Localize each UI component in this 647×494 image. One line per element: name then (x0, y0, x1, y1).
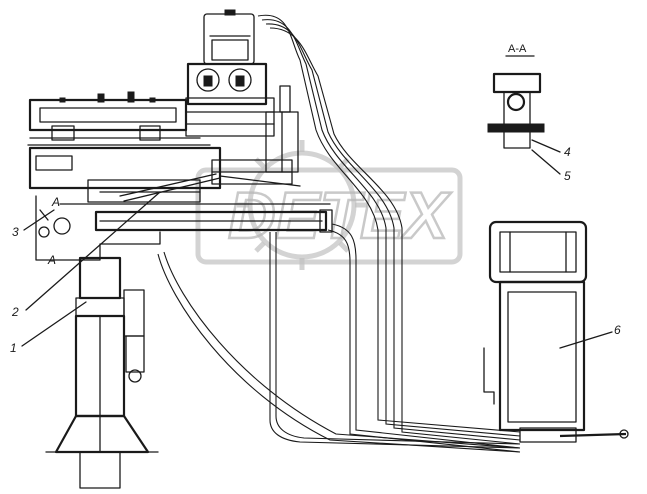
motor-terminal-right (228, 68, 252, 92)
main-beam (28, 146, 333, 261)
top-base-inner (39, 107, 177, 123)
front-bracket (35, 195, 161, 261)
unit-tank-top (488, 220, 588, 284)
motor-terminal-left (196, 68, 220, 92)
section-top-block (492, 72, 542, 94)
gearbox-housing (185, 97, 275, 137)
callout-3: 3 (12, 225, 19, 239)
section-aa-detail: A-A (487, 43, 561, 175)
watermark: DETEX (195, 140, 463, 270)
leader-2 (25, 191, 161, 311)
callout-6: 6 (614, 323, 621, 337)
leader-1 (21, 301, 87, 347)
leader-3 (23, 209, 55, 231)
hydraulic-cylinder (94, 210, 328, 232)
support-base (54, 414, 150, 454)
view-mark-lower: A (47, 253, 56, 267)
watermark-frame (195, 167, 463, 265)
unit-body (498, 280, 586, 432)
leader-6 (559, 331, 613, 349)
section-bore (506, 92, 526, 112)
unit-lever (483, 347, 495, 405)
section-bolt (487, 123, 545, 133)
view-mark-upper: A (51, 195, 60, 209)
hydraulic-unit (483, 220, 629, 443)
callout-5: 5 (564, 169, 571, 183)
callout-4: 4 (564, 145, 571, 159)
callout-2: 2 (11, 305, 19, 319)
support-head (78, 256, 122, 300)
bolt-heads (59, 91, 156, 103)
callouts: 3 2 1 4 5 6 (10, 145, 621, 355)
vertical-support (45, 256, 159, 489)
support-foot (79, 451, 121, 489)
hydraulic-hoses (157, 14, 521, 453)
beam-body (28, 146, 222, 190)
watermark-gear-ring (247, 150, 357, 260)
watermark-text: DETEX (228, 178, 452, 252)
view-marks: A A (39, 195, 60, 267)
callout-1: 1 (10, 341, 17, 355)
adjust-screw (125, 335, 145, 373)
front-pin (53, 217, 71, 235)
section-title: A-A (508, 43, 527, 55)
